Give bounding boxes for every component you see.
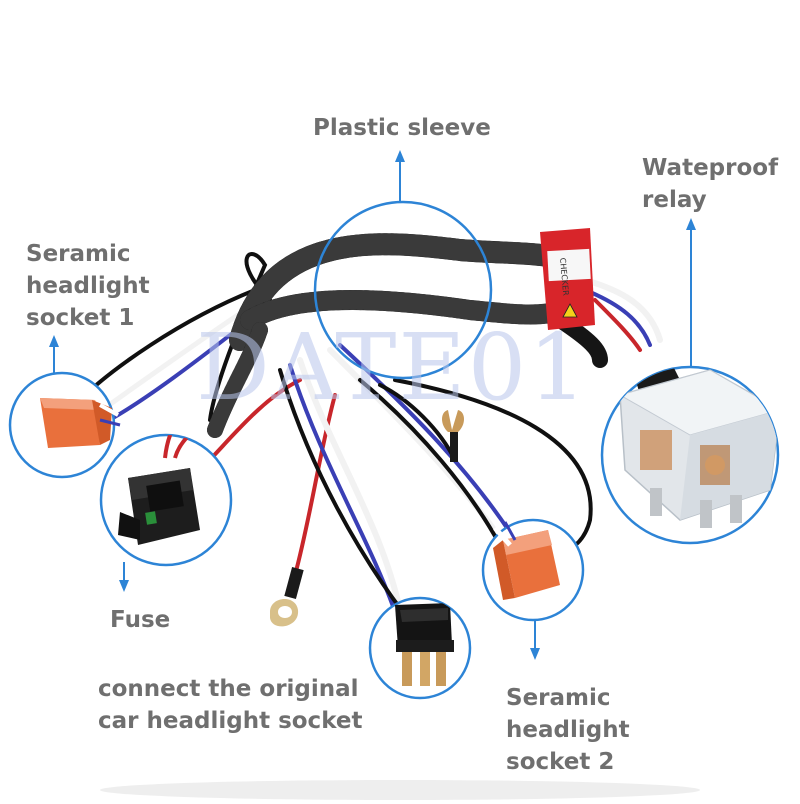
fuse-arrowhead xyxy=(119,580,129,592)
spade-terminal xyxy=(442,410,464,462)
label-original-socket: connect the original car headlight socke… xyxy=(98,676,363,734)
label-waterproof-relay: Wateproof relay xyxy=(642,155,779,213)
label-ceramic-socket-1: Seramic headlight socket 1 xyxy=(26,241,150,331)
wire-bundle xyxy=(78,252,663,617)
wire-red-relay xyxy=(593,298,642,352)
label-fuse: Fuse xyxy=(110,607,171,633)
ceramic-socket-2 xyxy=(481,518,585,622)
ceramic-socket-1 xyxy=(8,371,121,479)
label-plastic-sleeve: Plastic sleeve xyxy=(313,115,491,141)
wire-red-ring xyxy=(293,393,337,577)
wire-black-h4 xyxy=(278,368,407,617)
floor-shadow xyxy=(100,780,700,800)
relay-arrowhead xyxy=(686,218,696,230)
fuse-holder xyxy=(99,433,233,567)
wire-white-relay xyxy=(582,277,663,343)
relay-sticker: CHECKER xyxy=(540,228,595,330)
wire-black-loop xyxy=(208,252,272,422)
waterproof-relay xyxy=(600,365,780,545)
wire-blue-relay xyxy=(588,290,652,347)
wire-black-spade xyxy=(378,383,457,462)
h4-plug xyxy=(368,596,472,700)
sleeve-callout-circle xyxy=(313,200,493,380)
socket1-arrowhead xyxy=(49,335,59,347)
watermark: DATE01 xyxy=(196,314,589,421)
wire-black-socket2 xyxy=(358,378,502,547)
callout-arrows xyxy=(49,150,696,660)
sleeve-arrowhead xyxy=(395,150,405,162)
socket2-arrowhead xyxy=(530,648,540,660)
ring-terminal xyxy=(270,566,304,627)
label-ceramic-socket-2: Seramic headlight socket 2 xyxy=(506,685,630,775)
wire-white-h4 xyxy=(297,357,403,613)
relay-sticker-text: CHECKER xyxy=(558,257,570,296)
